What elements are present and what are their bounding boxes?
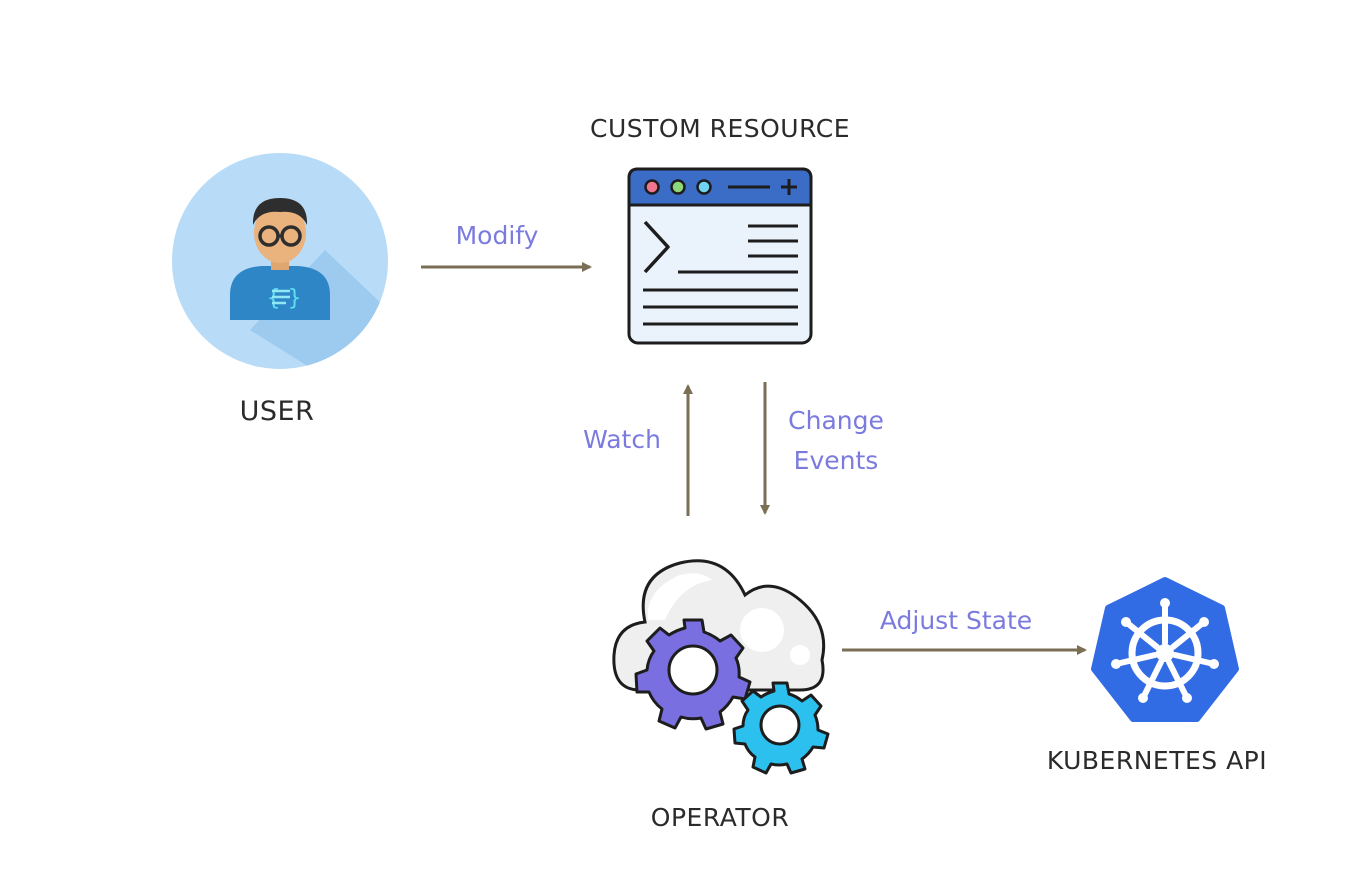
change-events-edge-label: Change Events [788, 401, 884, 481]
kubernetes-helm-icon [1091, 577, 1239, 722]
developer-avatar-icon: { } [172, 153, 388, 369]
user-label: USER [239, 396, 315, 427]
modify-edge-label: Modify [455, 221, 539, 250]
watch-edge-label: Watch [583, 425, 661, 454]
custom-resource-label: CUSTOM RESOURCE [590, 114, 850, 143]
change-events-line2: Events [793, 446, 879, 475]
operator-label: OPERATOR [650, 803, 790, 832]
adjust-state-edge-label: Adjust State [879, 606, 1033, 635]
cloud-gears-icon [612, 559, 830, 775]
svg-text:}: } [288, 286, 301, 311]
kubernetes-api-label: KUBERNETES API [1046, 746, 1268, 775]
terminal-window-icon [627, 167, 813, 345]
change-events-line1: Change [788, 406, 884, 435]
